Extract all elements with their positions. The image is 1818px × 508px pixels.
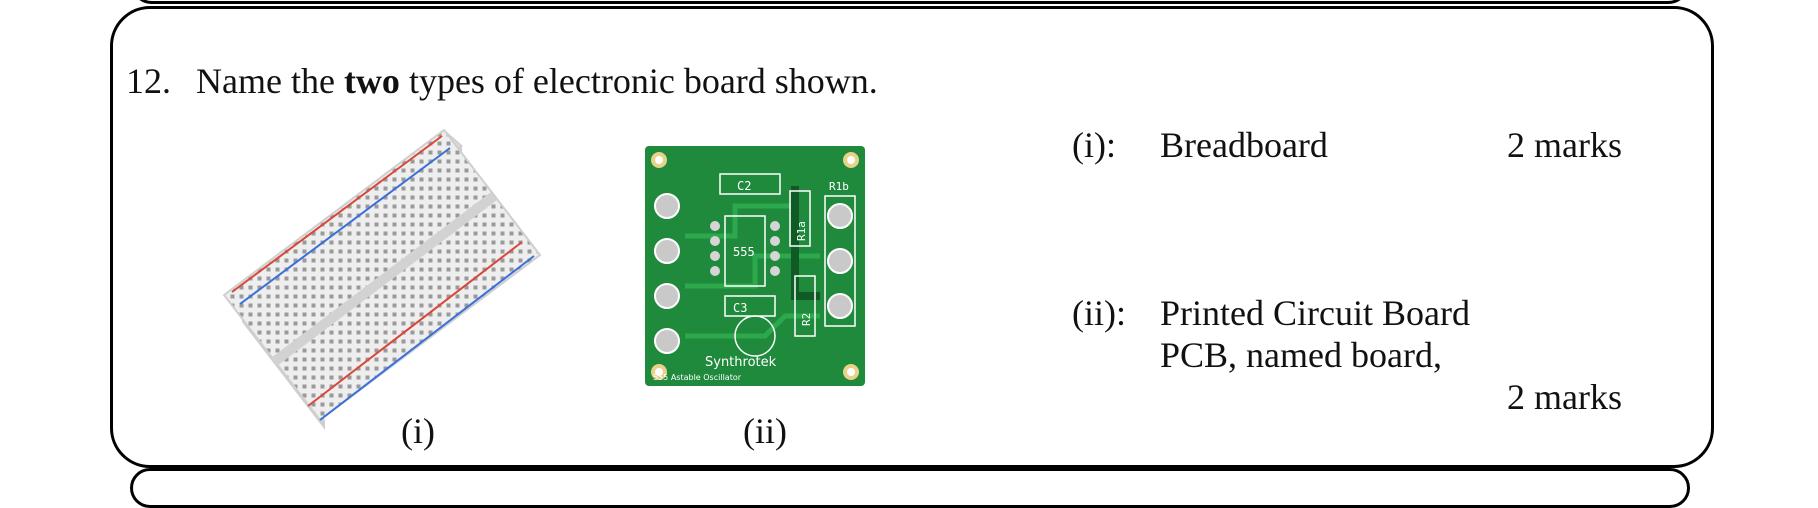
question-text-bold: two xyxy=(343,61,400,101)
answer-text-ii-line-1: Printed Circuit Board xyxy=(1160,293,1470,333)
pcb-label-brand: Synthrotek xyxy=(705,355,777,370)
pcb-label-r1a: R1a xyxy=(795,221,808,241)
breadboard-caption: (i) xyxy=(401,411,435,451)
question-text-after: types of electronic board shown. xyxy=(408,61,878,101)
question-text: 12. Name the two types of electronic boar… xyxy=(126,60,878,102)
pcb-label-c3: C3 xyxy=(733,301,747,315)
pcb-label-555: 555 xyxy=(733,245,755,259)
answer-text-ii-line-2: PCB, named board, xyxy=(1160,335,1442,375)
next-question-frame xyxy=(130,468,1690,508)
pcb-label-c2: C2 xyxy=(737,179,751,193)
answer-label-i: (i): xyxy=(1072,125,1116,165)
question-frame xyxy=(110,6,1714,468)
pcb-caption: (ii) xyxy=(743,411,787,451)
pcb-image: C2 555 C3 R1a R1b R2 Synthrotek 555 Asta… xyxy=(645,146,865,386)
pcb-label-subtitle: 555 Astable Oscillator xyxy=(653,373,742,382)
pcb-label-r2: R2 xyxy=(800,313,813,326)
answer-label-ii: (ii): xyxy=(1072,293,1126,333)
marks-i: 2 marks xyxy=(1507,125,1622,165)
answer-text-i: Breadboard xyxy=(1160,125,1328,165)
pcb-label-r1b: R1b xyxy=(829,180,849,193)
marks-ii: 2 marks xyxy=(1507,377,1622,417)
question-text-before: Name the xyxy=(196,61,335,101)
question-number: 12. xyxy=(126,61,171,101)
previous-question-frame xyxy=(130,0,1690,4)
breadboard-image xyxy=(222,128,542,430)
